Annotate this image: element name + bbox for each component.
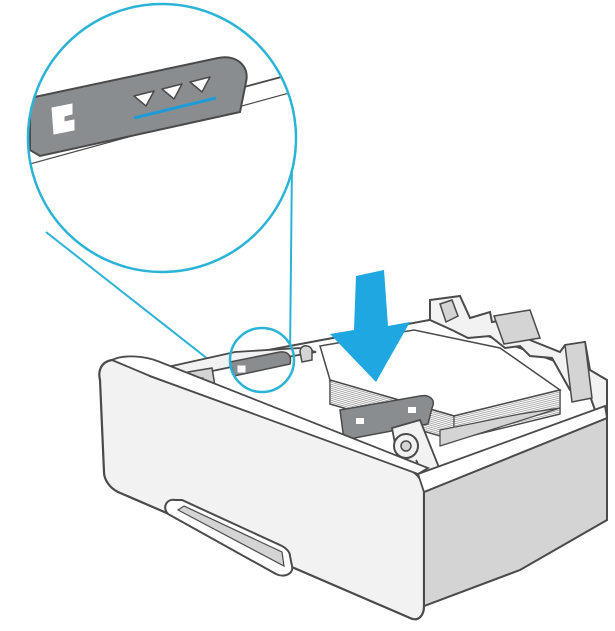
- down-arrow-icon: [330, 270, 410, 382]
- triangle-marker-icon: [161, 83, 183, 100]
- magnified-callout: [26, 2, 298, 274]
- small-callout-circle: [228, 326, 296, 394]
- rear-guide-right: [492, 309, 542, 345]
- guide-latch-knob-inner: [400, 440, 412, 452]
- callout-circle-outline: [26, 2, 298, 274]
- front-guide-slot-right: [408, 407, 416, 413]
- rear-hook-tab: [299, 345, 313, 363]
- front-guide-slot-left: [356, 418, 364, 424]
- limit-tab-in-tray-slot: [237, 365, 246, 373]
- paper-sheet-edge: [329, 381, 455, 419]
- callout-connector-right: [289, 161, 293, 357]
- tray-right-rim: [416, 404, 609, 494]
- rear-guide-left: [439, 299, 459, 324]
- triangle-marker-icon: [133, 90, 155, 107]
- paper-sheet-edge: [453, 393, 561, 421]
- paper-sheet-edge: [453, 391, 561, 419]
- paper-sheet-edge: [453, 397, 561, 425]
- triangle-marker-icon: [189, 76, 211, 93]
- paper-sheet-edge: [453, 399, 561, 427]
- callout-connector-left: [45, 231, 233, 379]
- guide-rail: [439, 407, 561, 447]
- limit-line-icon: [133, 96, 217, 120]
- tray-handle-inner: [176, 505, 285, 568]
- side-guide-right: [564, 341, 593, 403]
- triangle-markers: [133, 76, 211, 107]
- paper-sheet-edge: [453, 395, 561, 423]
- front-paper-guide: [339, 394, 434, 441]
- tab-slot-icon: [51, 103, 75, 135]
